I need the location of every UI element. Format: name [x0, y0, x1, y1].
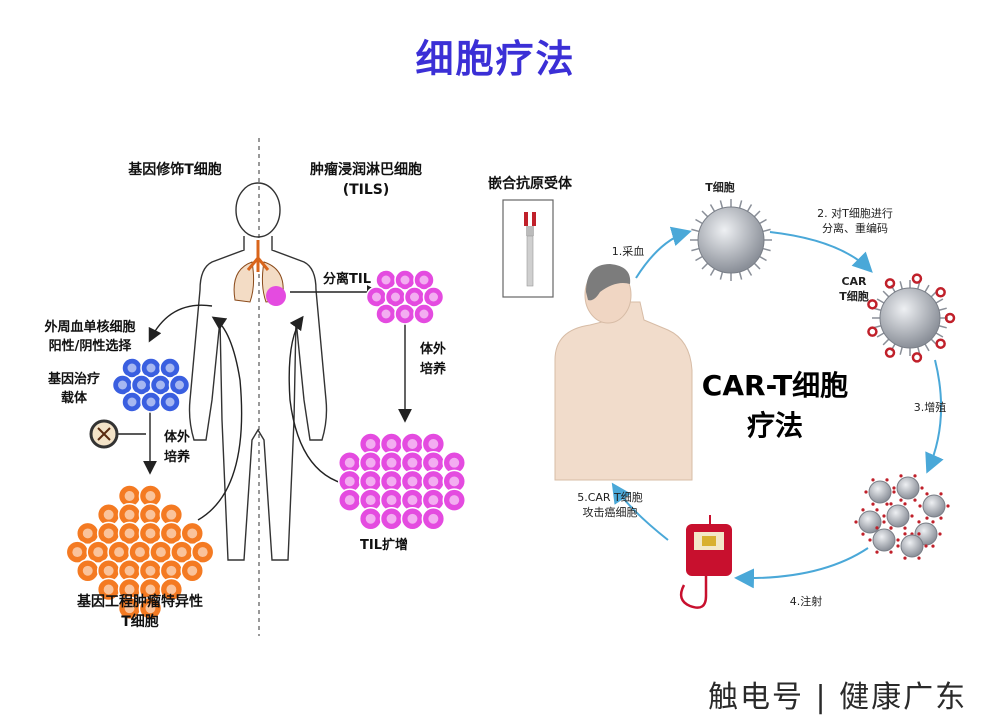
- arrow-body-to-pbmc: [148, 304, 213, 343]
- til-cell: [375, 269, 397, 291]
- pbmc-cell: [121, 391, 143, 413]
- til-expanded-cell: [421, 507, 446, 531]
- label-culture-right-1: 体外: [419, 342, 446, 357]
- proliferated-cell: [864, 478, 896, 506]
- pbmc-cell-cluster: [111, 357, 191, 413]
- til-expanded-cell: [358, 507, 383, 531]
- engineered-t-cell: [76, 521, 100, 546]
- vector-icon: [89, 419, 119, 449]
- proliferated-cell: [896, 532, 928, 560]
- proliferated-cell: [868, 526, 900, 554]
- label-culture-left-2: 培养: [163, 450, 190, 465]
- proliferated-cells: [854, 474, 950, 560]
- label-vector-line2: 载体: [60, 391, 87, 406]
- til-cell: [394, 303, 416, 325]
- pbmc-cell: [159, 357, 181, 379]
- til-cell: [413, 303, 435, 325]
- engineered-t-cell: [180, 521, 204, 546]
- label-step4: 4.注射: [789, 595, 823, 608]
- label-til-line1: 肿瘤浸润淋巴细胞: [310, 162, 422, 178]
- engineered-t-cell: [117, 502, 142, 527]
- patient-figure: [554, 264, 693, 481]
- label-vector-line1: 基因治疗: [47, 372, 100, 387]
- engineered-t-cell: [138, 502, 163, 527]
- proliferated-cell: [918, 492, 950, 520]
- til-expanded-cell: [400, 488, 425, 512]
- proliferated-cell: [882, 502, 914, 530]
- pbmc-cell: [140, 391, 162, 413]
- pbmc-cell: [168, 374, 191, 396]
- til-expanded-cell: [338, 450, 362, 475]
- watermark: 触电号 | 健康广东: [708, 680, 968, 715]
- t-cell-icon: [690, 199, 772, 281]
- label-culture-left-1: 体外: [163, 430, 190, 445]
- til-small-cluster: [365, 269, 445, 325]
- label-til-line2: (TILS): [342, 182, 390, 198]
- label-car-t-line1: CAR: [841, 275, 867, 288]
- til-expanded-cell: [400, 507, 425, 531]
- label-car-t-line2: T细胞: [839, 290, 869, 303]
- label-gene-modified-t: 基因修饰T细胞: [128, 162, 222, 178]
- engineered-t-cell: [138, 577, 163, 602]
- engineered-t-cell: [159, 521, 184, 546]
- lungs-icon: [233, 240, 286, 306]
- label-til-expand: TIL扩增: [360, 538, 408, 553]
- engineered-t-cell-cluster: [65, 484, 215, 620]
- page-title: 细胞疗法: [415, 37, 576, 81]
- til-cell: [413, 269, 435, 291]
- engineered-t-cell: [117, 521, 142, 546]
- engineered-t-cell: [138, 596, 163, 620]
- label-step2-line1: 2. 对T细胞进行: [817, 207, 893, 220]
- proliferated-cell: [892, 474, 924, 502]
- til-expanded-cell: [379, 469, 404, 494]
- car-t-cell-icon: [867, 273, 956, 363]
- car-receptor-icon: [502, 199, 554, 298]
- blood-bag-icon: [679, 515, 732, 609]
- engineered-t-cell: [76, 559, 100, 583]
- til-cell: [384, 286, 407, 308]
- label-step5-line2: 攻击癌细胞: [582, 506, 638, 519]
- label-culture-right-2: 培养: [419, 362, 446, 377]
- label-isolate-til: 分离TIL: [323, 272, 371, 287]
- label-step2-line2: 分离、重编码: [822, 222, 888, 235]
- til-expanded-cell: [358, 488, 383, 512]
- label-step5-line1: 5.CAR T细胞: [577, 491, 643, 504]
- pbmc-cell: [159, 391, 181, 413]
- label-step1: 1.采血: [611, 245, 645, 258]
- label-center-line2: 疗法: [746, 409, 803, 442]
- label-pbmc-line2: 阳性/阴性选择: [48, 339, 132, 354]
- til-cell: [422, 286, 445, 308]
- til-expanded-cluster: [338, 432, 466, 531]
- til-expanded-cell: [338, 488, 362, 512]
- til-cell: [375, 303, 397, 325]
- pbmc-cell: [140, 357, 162, 379]
- human-outline: [188, 182, 328, 561]
- til-expanded-cell: [400, 432, 425, 456]
- arrow-til-to-body: [288, 315, 357, 487]
- engineered-t-cell: [159, 577, 184, 602]
- engineered-t-cell: [180, 559, 204, 583]
- label-car-receptor: 嵌合抗原受体: [488, 176, 572, 192]
- label-step3: 3.增殖: [913, 401, 947, 414]
- car-t-cell: [867, 273, 956, 363]
- arrow-engineered-to-body: [197, 316, 243, 521]
- til-expanded-cell: [442, 488, 466, 512]
- til-expanded-cell: [379, 507, 404, 531]
- cycle-arrows: [611, 226, 944, 589]
- label-t-cell: T细胞: [705, 181, 735, 194]
- til-expanded-cell: [338, 469, 362, 494]
- engineered-t-cell: [190, 540, 215, 564]
- label-center-line1: CAR-T细胞: [701, 369, 849, 402]
- t-cell: [690, 199, 772, 281]
- engineered-t-cell: [117, 559, 142, 583]
- label-engineered-line2: T细胞: [121, 614, 159, 630]
- til-expanded-cell: [442, 450, 466, 475]
- label-engineered-line1: 基因工程肿瘤特异性: [77, 594, 203, 610]
- label-pbmc-line1: 外周血单核细胞: [44, 320, 136, 335]
- til-expanded-cell: [358, 450, 383, 475]
